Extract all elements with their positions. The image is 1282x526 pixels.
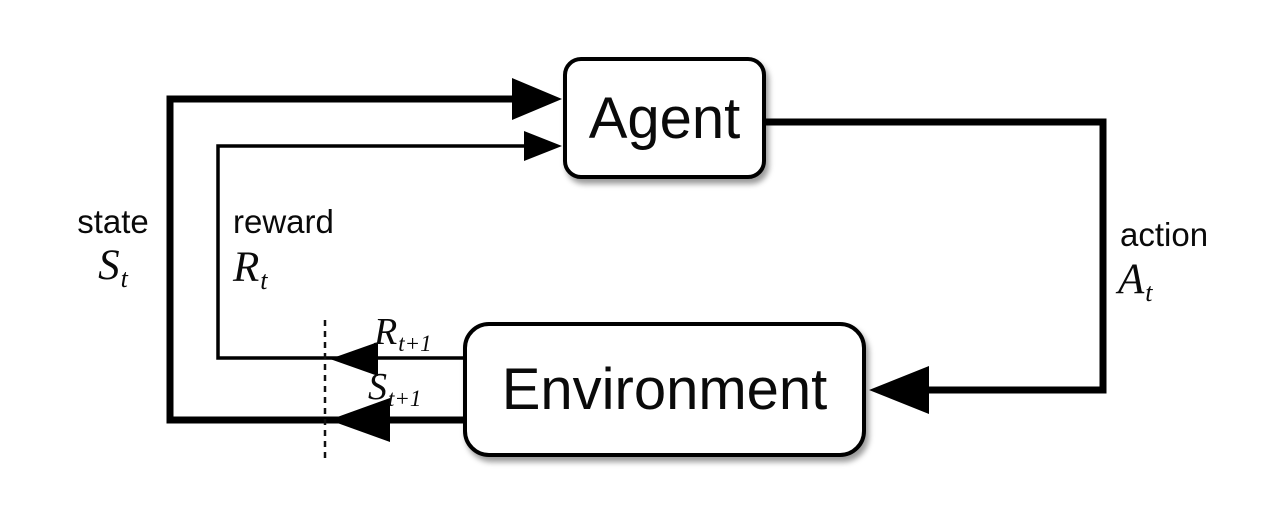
next-reward-arrowhead-icon	[330, 342, 378, 376]
agent-box: Agent	[563, 57, 766, 179]
action-symbol-label: At	[1118, 256, 1153, 307]
next-reward-symbol-label: Rt+1	[374, 311, 432, 356]
environment-box: Environment	[463, 322, 866, 457]
state-into-agent-arrowhead-icon	[512, 78, 562, 120]
reward-symbol-label: Rt	[233, 244, 268, 295]
state-symbol-label: St	[98, 242, 128, 293]
next-state-arrowhead-icon	[329, 398, 390, 442]
reward-word-label: reward	[233, 203, 334, 240]
environment-box-label: Environment	[501, 357, 828, 422]
action-line	[765, 118, 1107, 394]
state-word-label: state	[77, 203, 149, 240]
action-into-environment-arrowhead-icon	[869, 366, 929, 414]
next-state-symbol-label: St+1	[368, 366, 422, 411]
agent-box-label: Agent	[588, 85, 741, 151]
reward-into-agent-arrowhead-icon	[524, 131, 562, 161]
state-line	[166, 95, 545, 424]
action-word-label: action	[1120, 216, 1209, 253]
